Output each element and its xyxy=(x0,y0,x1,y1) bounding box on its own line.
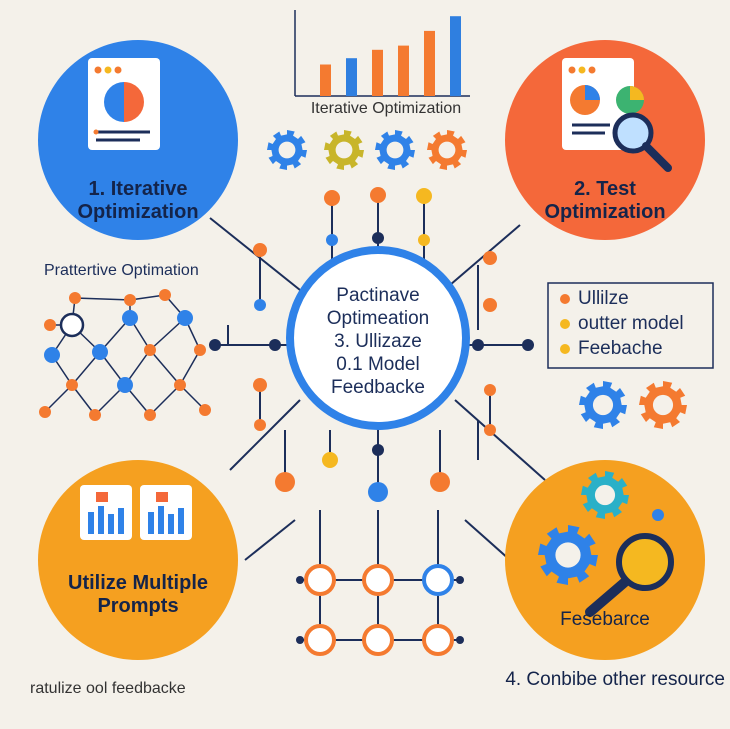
top-chart-caption: Iterative Optimization xyxy=(310,100,462,117)
center-line2: Optimeation xyxy=(326,308,430,329)
right-box-line1-text: Ullilze xyxy=(578,288,629,309)
circle-bl-line2: Prompts xyxy=(97,595,179,617)
bottom-left-text: ratulize ool feedbacke xyxy=(30,680,186,697)
document-pie-chart-icon xyxy=(88,58,160,150)
document-magnifier-icon xyxy=(562,58,672,172)
gear-icon xyxy=(267,130,307,170)
gear-icon xyxy=(581,471,629,519)
circle-tl-line1: 1. Iterative xyxy=(88,178,188,200)
bottom-right-text: 4. Conbibe other resource xyxy=(505,669,725,690)
circle-tl-line2: Optimization xyxy=(77,201,199,223)
right-box-line1: Ullilze xyxy=(560,288,629,310)
center-circle xyxy=(286,246,470,430)
chart-bar xyxy=(398,45,409,96)
connector-nodes xyxy=(209,187,534,644)
gear-icon xyxy=(639,381,687,429)
network-graph-icon xyxy=(39,289,211,421)
center-line3: 3. Ullizaze xyxy=(334,331,422,352)
right-box-line2: outter model xyxy=(560,313,684,335)
chart-bar xyxy=(346,58,357,96)
right-box-line2-text: outter model xyxy=(578,313,684,334)
circle-tr-line2: Optimization xyxy=(544,201,666,223)
left-network-label: Prattertive Optimation xyxy=(44,262,199,279)
bullet-dot xyxy=(560,293,570,304)
gear-icon xyxy=(324,130,364,170)
chart-bar xyxy=(372,49,383,96)
bar-chart-card-icon xyxy=(80,485,192,540)
top-bar-chart xyxy=(294,10,470,97)
circle-utilize-multiple-prompts xyxy=(38,460,238,660)
gear-icon xyxy=(427,130,467,170)
center-line5: Feedbacke xyxy=(330,377,425,398)
right-gear-pair xyxy=(579,381,687,429)
circle-bl-line1: Utilize Multiple xyxy=(68,572,208,594)
chart-bar xyxy=(450,16,461,97)
center-line1: Pactinave xyxy=(336,285,420,306)
top-gear-row xyxy=(267,130,467,170)
center-line4: 0.1 Model xyxy=(336,354,420,375)
right-box-line3: Feebache xyxy=(560,338,663,360)
bullet-dot xyxy=(560,318,570,329)
bottom-node-grid xyxy=(304,564,454,656)
right-box-line3-text: Feebache xyxy=(578,338,663,359)
bullet-dot xyxy=(560,343,570,354)
gears-magnifier-icon xyxy=(538,471,674,617)
chart-bar xyxy=(424,30,435,96)
circle-br-label: Fesebarce xyxy=(560,609,650,630)
gear-icon xyxy=(375,130,415,170)
circle-tr-line1: 2. Test xyxy=(574,178,636,200)
right-info-box xyxy=(547,282,714,369)
gear-icon xyxy=(538,525,598,585)
chart-bar xyxy=(320,64,331,96)
gear-icon xyxy=(579,381,627,429)
